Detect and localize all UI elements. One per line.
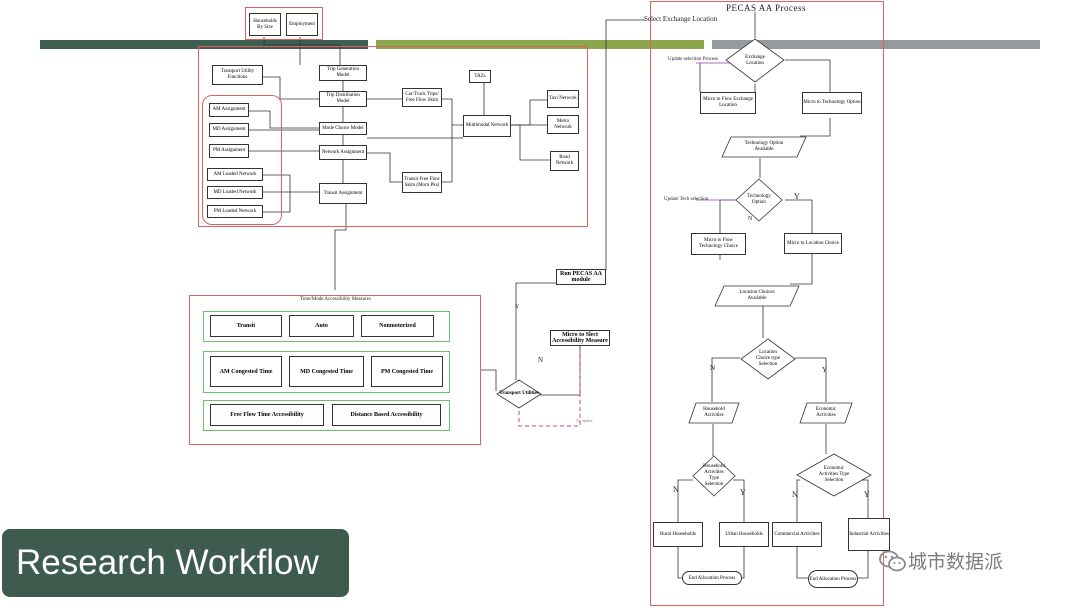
road-network-box: Road Network: [550, 151, 579, 171]
transport-utilities-diamond: Transport Utilities: [496, 379, 542, 409]
am-loaded-box: AM Loaded Network: [207, 168, 263, 181]
pecas-y-household: Y: [740, 488, 746, 497]
commercial-activities-box: Commercial Activities: [772, 522, 822, 547]
urban-households-box: Urban Households: [719, 522, 769, 547]
pecas-n-tech: N: [748, 216, 753, 222]
tazs-box: TAZs: [469, 70, 491, 83]
micro-to-street-box: Micro to Slect Accessibility Measure: [550, 330, 610, 346]
pm-congested-box: PM Congested Time: [371, 356, 443, 387]
nonmotorized-box: Nonmotorized: [361, 315, 434, 337]
pm-loaded-box: PM Loaded Network: [207, 205, 263, 218]
metro-network-box: Metro Network: [547, 115, 579, 134]
transit-box: Transit: [210, 315, 282, 337]
md-assignment-box: MD Assignment: [209, 123, 249, 137]
wechat-icon: [879, 550, 906, 571]
n-label-middle: N: [538, 356, 544, 364]
update-selection-label: Update selection Process: [668, 57, 718, 62]
accessibility-row3: [203, 400, 450, 431]
micro-flow-technology-box: Micro to Flow Technology Choice: [691, 233, 746, 255]
header-bar-light-green: [376, 40, 704, 49]
am-congested-box: AM Congested Time: [210, 356, 282, 387]
multimodal-network-box: Multimodal Network: [463, 115, 511, 137]
accessibility-region: [189, 295, 481, 445]
end-allocation-left: End Allocation Process: [682, 571, 742, 585]
dashed-note: No update: [576, 418, 593, 423]
distance-accessibility-box: Distance Based Accessibility: [332, 404, 441, 426]
pecas-y-location: Y: [822, 366, 828, 374]
mode-choice-box: Mode Choice Model: [319, 122, 367, 135]
industrial-activities-box: Industrial Activities: [848, 518, 890, 551]
taxi-network-box: Taxi Network: [547, 90, 579, 108]
md-loaded-box: MD Loaded Network: [207, 186, 263, 199]
pecas-n-economic: N: [792, 490, 798, 499]
accessibility-title: Time/Mode Accessibility Measures: [300, 297, 371, 302]
auto-box: Auto: [289, 315, 354, 337]
badge-title: Research Workflow: [16, 543, 319, 582]
micro-location-choice-box: Micro to Location Choice: [784, 233, 842, 254]
trip-distribution-box: Trip Distribution Model: [319, 91, 367, 107]
travel-model-region: [198, 46, 588, 227]
economic-activities-para: Economic Activities: [799, 402, 853, 424]
top-inputs-region: [245, 7, 323, 40]
update-tech-label: Update Tech selection: [664, 197, 709, 202]
economic-type-diamond: Economic Activities Type Selection: [796, 453, 872, 497]
am-assignment-box: AM Assignment: [209, 103, 249, 117]
research-workflow-badge: Research Workflow: [2, 529, 349, 597]
pecas-title: PECAS AA Process: [726, 3, 807, 13]
header-bar-dark-green: [40, 40, 368, 49]
rural-households-box: Rural Households: [653, 522, 703, 547]
accessibility-row2: [203, 351, 450, 393]
pecas-n-household: N: [673, 485, 679, 494]
micro-technology-option-box: Micro to Technology Option: [802, 92, 862, 114]
technology-option-diamond: Technology Option: [735, 178, 783, 222]
location-choice-diamond: Location Choice type Selection: [740, 338, 796, 380]
watermark-text: 城市数据派: [908, 551, 1004, 573]
od-free-flow-box: Car/Truck Trips/ Free Flow Skim: [402, 88, 442, 107]
pecas-region: [650, 1, 884, 606]
watermark: 城市数据派: [878, 547, 1003, 574]
household-type-diamond: Household Activities Type Selection: [692, 455, 736, 497]
households-box: Households By Size: [249, 13, 281, 36]
assignment-subregion: [202, 95, 282, 225]
pecas-n-location: N: [710, 364, 716, 372]
select-exchange-label: Select Exchange Location: [644, 15, 718, 23]
trip-generation-box: Trip Generation Model: [319, 65, 367, 81]
free-flow-accessibility-box: Free Flow Time Accessibility: [210, 404, 324, 426]
pecas-y-tech: Y: [794, 192, 800, 201]
y-label-middle: Y: [515, 304, 520, 310]
employment-box: Employment: [286, 13, 318, 36]
micro-flow-exchange-box: Micro to Flow Exchange Location: [700, 92, 756, 114]
end-allocation-right: End Allocation Process: [808, 570, 858, 588]
run-pecas-box: Run PECAS AA module: [556, 269, 606, 285]
location-choices-available-para: Location Choices Available: [714, 285, 800, 307]
header-bar-gray: [712, 40, 1040, 49]
exchange-location-diamond: Exchange Location: [725, 38, 785, 83]
md-congested-box: MD Congested Time: [289, 356, 364, 387]
network-assignment-box: Network Assignment: [319, 145, 367, 160]
transit-free-flow-box: Transit Free Flow Skim (Morn Pks): [402, 172, 442, 193]
household-activities-para: Household Activities: [688, 402, 740, 424]
pm-assignment-box: PM Assignment: [209, 144, 249, 158]
technology-option-available-para: Technology Option Available: [721, 136, 807, 158]
accessibility-row1: [203, 311, 450, 342]
pecas-y-economic: Y: [864, 490, 870, 499]
transit-assignment-box: Transit Assignment: [319, 183, 367, 204]
transport-utility-box: Transport Utility Functions: [212, 65, 263, 85]
